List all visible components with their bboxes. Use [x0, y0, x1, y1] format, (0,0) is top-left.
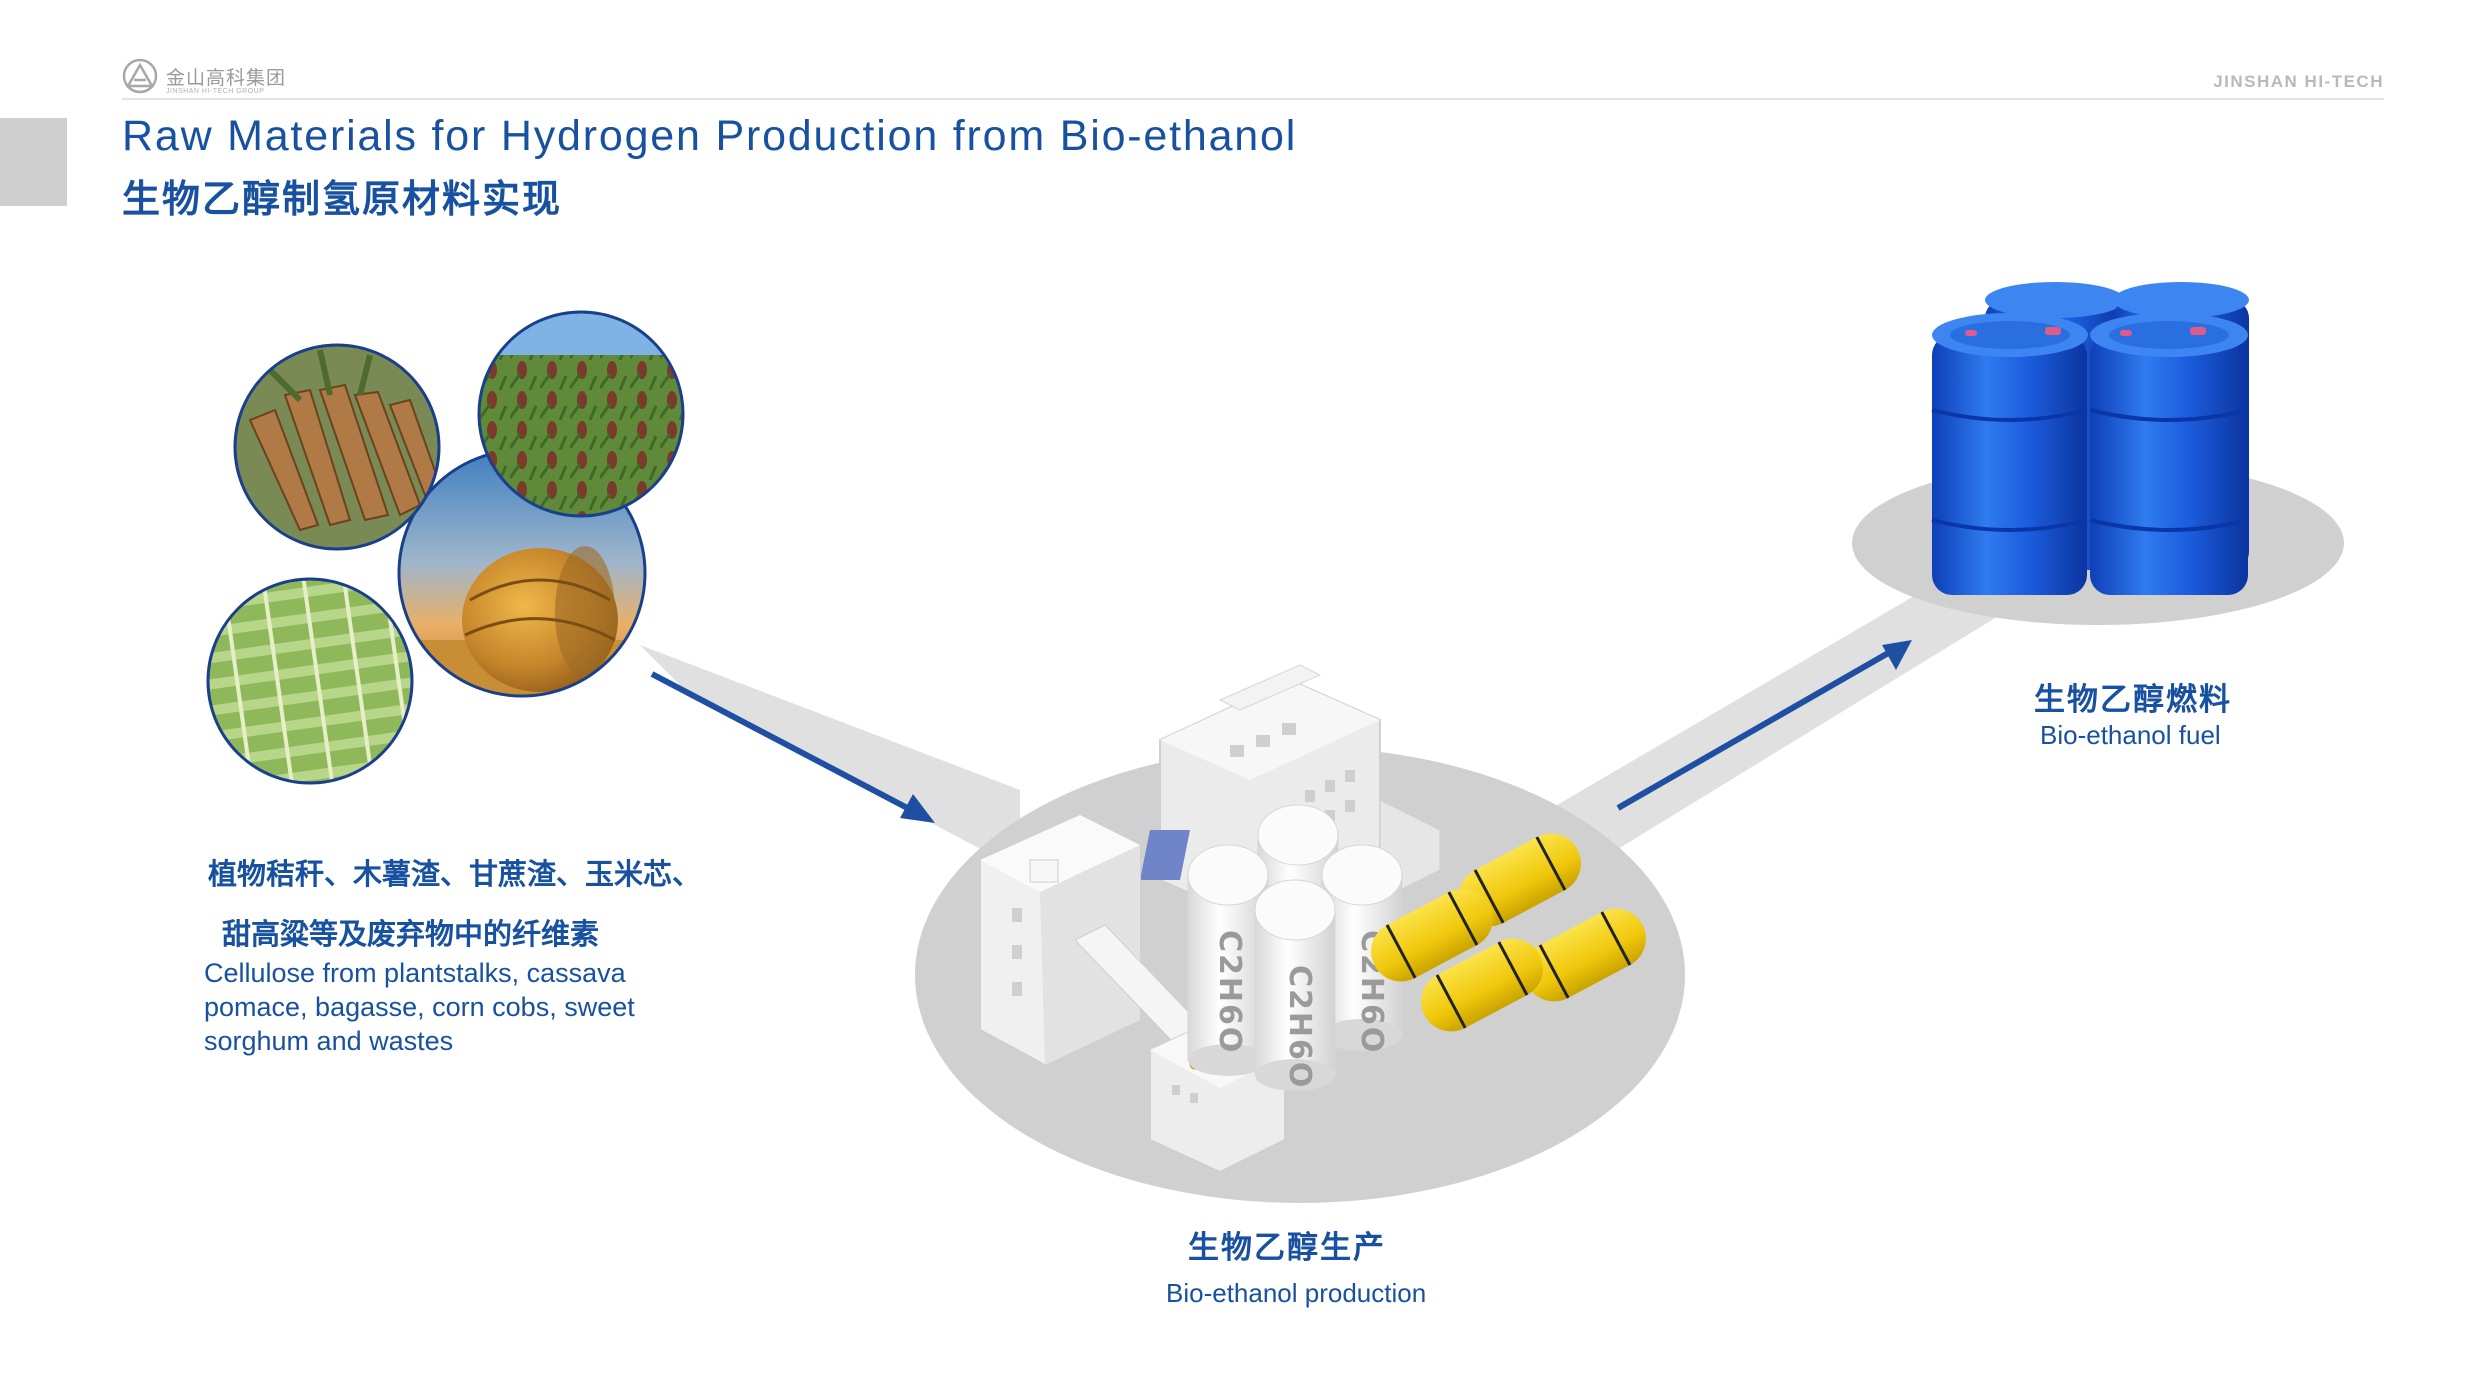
production-label-zh: 生物乙醇生产	[1188, 1230, 1386, 1265]
silo-label: C2H6O	[1282, 965, 1317, 1089]
raw-materials-label-en: Cellulose from plantstalks, cassava poma…	[204, 956, 635, 1058]
production-label-en: Bio-ethanol production	[1166, 1278, 1427, 1308]
company-logo: 金山高科集团 JINSHAN HI-TECH GROUP	[122, 58, 287, 95]
blue-barrel-icon	[2089, 313, 2249, 595]
blue-barrel-icon	[1931, 313, 2088, 595]
silo-icon: C2H6O	[1254, 879, 1336, 1091]
raw-materials-label-zh: 植物秸秆、木薯渣、甘蔗渣、玉米芯、 甜高粱等及废弃物中的纤维素	[208, 845, 701, 965]
raw-materials-en-line2: pomace, bagasse, corn cobs, sweet	[204, 992, 635, 1022]
tank-icon	[1459, 833, 1581, 927]
cassava-photo	[235, 345, 439, 549]
logo-text: 金山高科集团	[166, 67, 287, 89]
page-title-zh: 生物乙醇制氢原材料实现	[122, 179, 563, 221]
flow-arrow-icon	[1616, 640, 1912, 811]
silo-label: C2H6O	[1212, 930, 1247, 1054]
tank-icon	[1524, 908, 1646, 1002]
raw-materials-en-line1: Cellulose from plantstalks, cassava	[204, 958, 626, 988]
flow-arrow-icon	[650, 671, 935, 823]
fuel-label-zh: 生物乙醇燃料	[2034, 682, 2232, 717]
brand-name: JINSHAN HI-TECH	[2213, 72, 2384, 91]
side-tab	[0, 118, 67, 206]
flow-band-left	[640, 645, 1020, 870]
raw-materials-zh-line1: 植物秸秆、木薯渣、甘蔗渣、玉米芯、	[208, 859, 702, 891]
tank-icon	[1371, 888, 1493, 982]
raw-materials-zh-line2: 甜高粱等及废弃物中的纤维素	[222, 919, 600, 951]
sugarcane-photo	[208, 579, 412, 783]
jinshan-logo-icon	[122, 58, 158, 94]
page-title-en: Raw Materials for Hydrogen Production fr…	[122, 112, 1298, 160]
header-divider	[122, 98, 2384, 100]
raw-materials-en-line3: sorghum and wastes	[204, 1026, 454, 1056]
tank-icon	[1421, 938, 1543, 1032]
fuel-label-en: Bio-ethanol fuel	[2040, 720, 2221, 750]
logo-subtext: JINSHAN HI-TECH GROUP	[166, 88, 265, 95]
